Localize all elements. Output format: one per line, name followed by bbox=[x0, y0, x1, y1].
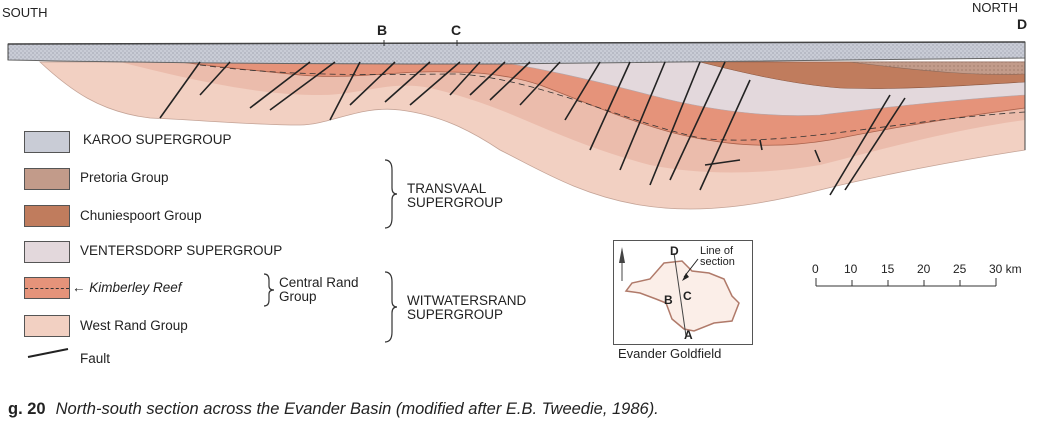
inset-label-a: A bbox=[684, 328, 693, 342]
legend-swatch-kimberley-reef bbox=[24, 277, 70, 299]
scale-tick-30: 30 km bbox=[989, 262, 1022, 276]
inset-label-b: B bbox=[664, 293, 673, 307]
legend-label-west-rand: West Rand Group bbox=[80, 318, 188, 333]
scale-bar bbox=[815, 278, 997, 287]
scale-tick-10: 10 bbox=[844, 262, 858, 276]
scale-tick-25: 25 bbox=[953, 262, 967, 276]
marker-d: D bbox=[1017, 16, 1028, 32]
north-label: NORTH bbox=[972, 0, 1018, 15]
legend-swatch-pretoria bbox=[24, 168, 70, 190]
fault-lines bbox=[159, 61, 906, 196]
legend-label-kimberley-reef: ← Kimberley Reef bbox=[72, 280, 182, 295]
brace-transvaal bbox=[384, 159, 398, 229]
figure-caption-text: North-south section across the Evander B… bbox=[55, 400, 659, 418]
marker-b: B bbox=[377, 22, 388, 38]
inset-map: D B C A Line of section bbox=[613, 240, 753, 345]
south-label: SOUTH bbox=[2, 5, 48, 20]
label-central-rand: Central Rand Group bbox=[279, 275, 359, 304]
brace-central-rand bbox=[263, 273, 275, 307]
legend-swatch-karoo bbox=[24, 131, 70, 153]
label-witwatersrand: WITWATERSRAND SUPERGROUP bbox=[407, 293, 527, 322]
legend-swatch-west-rand bbox=[24, 315, 70, 337]
figure-caption: g. 20 North-south section across the Evan… bbox=[8, 400, 659, 419]
legend-label-fault: Fault bbox=[80, 351, 111, 366]
scale-tick-15: 15 bbox=[881, 262, 895, 276]
legend-label-ventersdorp: VENTERSDORP SUPERGROUP bbox=[80, 243, 283, 258]
cross-section bbox=[7, 40, 1026, 210]
label-transvaal: TRANSVAAL SUPERGROUP bbox=[407, 181, 504, 210]
scale-tick-20: 20 bbox=[917, 262, 931, 276]
inset-line-of-section: Line of section bbox=[700, 245, 735, 268]
legend-swatch-chuniespoort bbox=[24, 205, 70, 227]
inset-label-d: D bbox=[670, 244, 679, 258]
inset-caption: Evander Goldfield bbox=[618, 346, 722, 361]
inset-goldfield-outline bbox=[619, 247, 740, 337]
figure-number: g. 20 bbox=[8, 400, 46, 418]
scale-tick-0: 0 bbox=[812, 262, 819, 276]
legend-label-chuniespoort: Chuniespoort Group bbox=[80, 208, 202, 223]
legend-fault-symbol bbox=[27, 348, 69, 358]
inset-label-c: C bbox=[683, 289, 692, 303]
layer-karoo bbox=[7, 41, 1026, 65]
legend-label-karoo: KAROO SUPERGROUP bbox=[83, 132, 232, 147]
legend-label-pretoria: Pretoria Group bbox=[80, 170, 169, 185]
brace-witwatersrand bbox=[384, 271, 398, 343]
marker-c: C bbox=[451, 22, 462, 38]
legend-swatch-ventersdorp bbox=[24, 241, 70, 263]
